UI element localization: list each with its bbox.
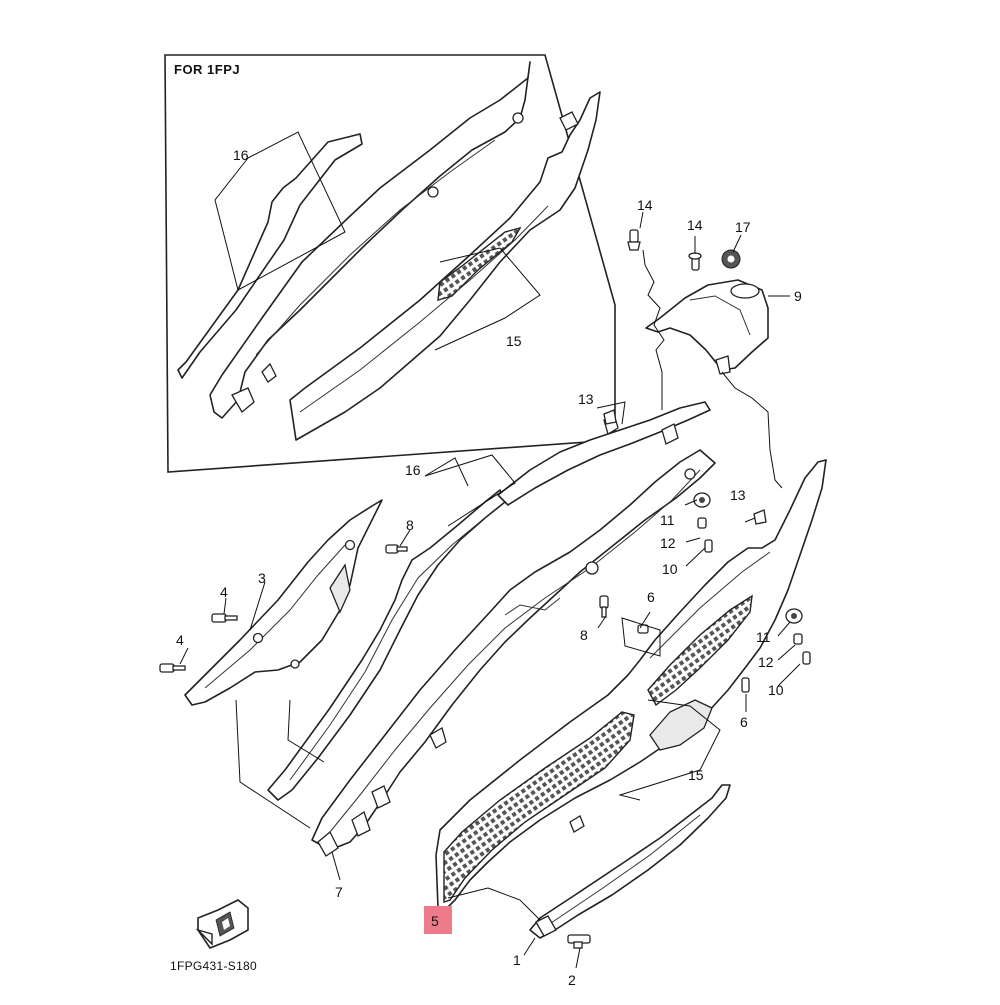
nut-part-13-lower — [753, 509, 767, 525]
lower-cover-part-5 — [435, 459, 827, 911]
callout-11-lower: 11 — [756, 629, 771, 645]
callout-9: 9 — [794, 288, 802, 304]
inset-box: FOR 1FPJ — [164, 54, 616, 473]
screw-part-8-lower — [599, 595, 609, 618]
collar-part-12-upper — [697, 517, 707, 529]
screw-part-14-lower — [688, 252, 702, 271]
callout-16-inset: 16 — [233, 147, 249, 163]
callout-3: 3 — [258, 570, 266, 586]
rear-bracket-part-9 — [645, 279, 769, 375]
callout-8-upper: 8 — [406, 517, 414, 533]
callout-6-lower: 6 — [740, 714, 748, 730]
grommet-part-11-lower — [785, 608, 803, 624]
inset-side-cover-main — [209, 61, 531, 419]
side-cover-part-7 — [311, 449, 716, 857]
inset-lower-cover — [289, 91, 601, 441]
callout-14-lower: 14 — [687, 217, 703, 233]
bottom-rail-part-1 — [529, 784, 731, 939]
callouts: 16 15 14 14 17 9 13 16 13 8 11 12 10 3 4… — [176, 147, 802, 988]
screw-part-4-lower — [159, 663, 186, 673]
callout-4-upper: 4 — [220, 584, 228, 600]
callout-13-lower: 13 — [730, 487, 746, 503]
grommet-part-11-upper — [693, 492, 711, 508]
callout-15-inset: 15 — [506, 333, 522, 349]
callout-6-upper: 6 — [647, 589, 655, 605]
callout-17: 17 — [735, 219, 751, 235]
nut-part-13-upper — [603, 409, 617, 425]
upper-frame-trim — [497, 401, 711, 506]
inset-trim-strip-16 — [177, 133, 363, 379]
diagram-code: 1FPG431-S180 — [170, 959, 257, 973]
callout-4-lower: 4 — [176, 632, 184, 648]
callout-12-upper: 12 — [660, 535, 676, 551]
bolt-part-10-upper — [704, 539, 713, 553]
callout-11-upper: 11 — [660, 512, 675, 528]
callout-1: 1 — [513, 952, 521, 968]
screw-part-14-upper — [627, 229, 641, 251]
callout-13-upper: 13 — [578, 391, 594, 407]
callout-2: 2 — [568, 972, 576, 988]
leader-lines — [179, 131, 801, 969]
inset-title: FOR 1FPJ — [174, 62, 240, 77]
bolt-part-10-lower — [802, 651, 811, 665]
front-direction-arrow-icon — [195, 899, 249, 949]
callout-8-lower: 8 — [580, 627, 588, 643]
callout-16: 16 — [405, 462, 421, 478]
collar-part-12-lower — [793, 633, 803, 645]
clip-part-17 — [721, 249, 741, 269]
screw-part-4-upper — [211, 613, 238, 623]
front-side-cover-part-3 — [184, 499, 383, 706]
callout-10-lower: 10 — [768, 682, 784, 698]
callout-15: 15 — [688, 767, 704, 783]
nut-part-6-lower — [741, 677, 750, 693]
screw-part-2 — [567, 934, 591, 949]
callout-10-upper: 10 — [662, 561, 678, 577]
callout-5: 5 — [431, 913, 439, 929]
callout-12-lower: 12 — [758, 654, 774, 670]
callout-7: 7 — [335, 884, 343, 900]
highlight-callout-5: 5 — [424, 906, 452, 934]
screw-part-8-upper — [385, 544, 408, 554]
callout-14-upper: 14 — [637, 197, 653, 213]
